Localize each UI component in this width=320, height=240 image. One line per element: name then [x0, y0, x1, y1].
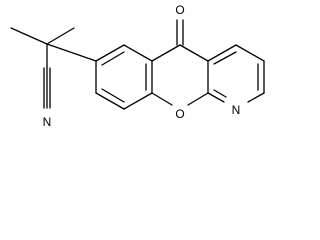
- benzene-bond: [95, 92, 125, 110]
- molecule-structure: O N O N: [10, 3, 265, 129]
- methyl-bond-right: [46, 27, 75, 45]
- pyridine-bond: [235, 44, 265, 62]
- pyranone-bond: [187, 92, 209, 106]
- ring-oxygen-label: O: [175, 107, 184, 121]
- pyridine-nitrogen-label: N: [232, 103, 241, 117]
- methyl-bond-left: [10, 27, 48, 45]
- benzene-bond: [123, 92, 153, 110]
- benzene-bond: [95, 44, 125, 62]
- nitrile-nitrogen-label: N: [43, 115, 52, 129]
- pyranone-ring: [151, 19, 209, 106]
- pyridine-double-bond: [213, 89, 227, 98]
- benzene-double-bond: [101, 51, 125, 66]
- benzene-bond: [123, 44, 153, 62]
- pyridine-bond: [207, 44, 237, 62]
- pyridine-ring: [207, 44, 265, 103]
- pyridine-bond: [247, 92, 265, 103]
- pyridine-double-bond: [213, 51, 237, 65]
- benzene-ring: [95, 44, 153, 110]
- pyranone-bond: [151, 92, 173, 106]
- ketone-oxygen-label: O: [175, 3, 184, 17]
- benzene-double-bond: [101, 88, 125, 103]
- nitrile-substituent: [10, 27, 97, 109]
- pyranone-bond: [179, 44, 209, 62]
- pyranone-bond: [151, 44, 181, 62]
- quaternary-to-ring-bond: [46, 43, 97, 62]
- pyridine-bond: [207, 92, 225, 103]
